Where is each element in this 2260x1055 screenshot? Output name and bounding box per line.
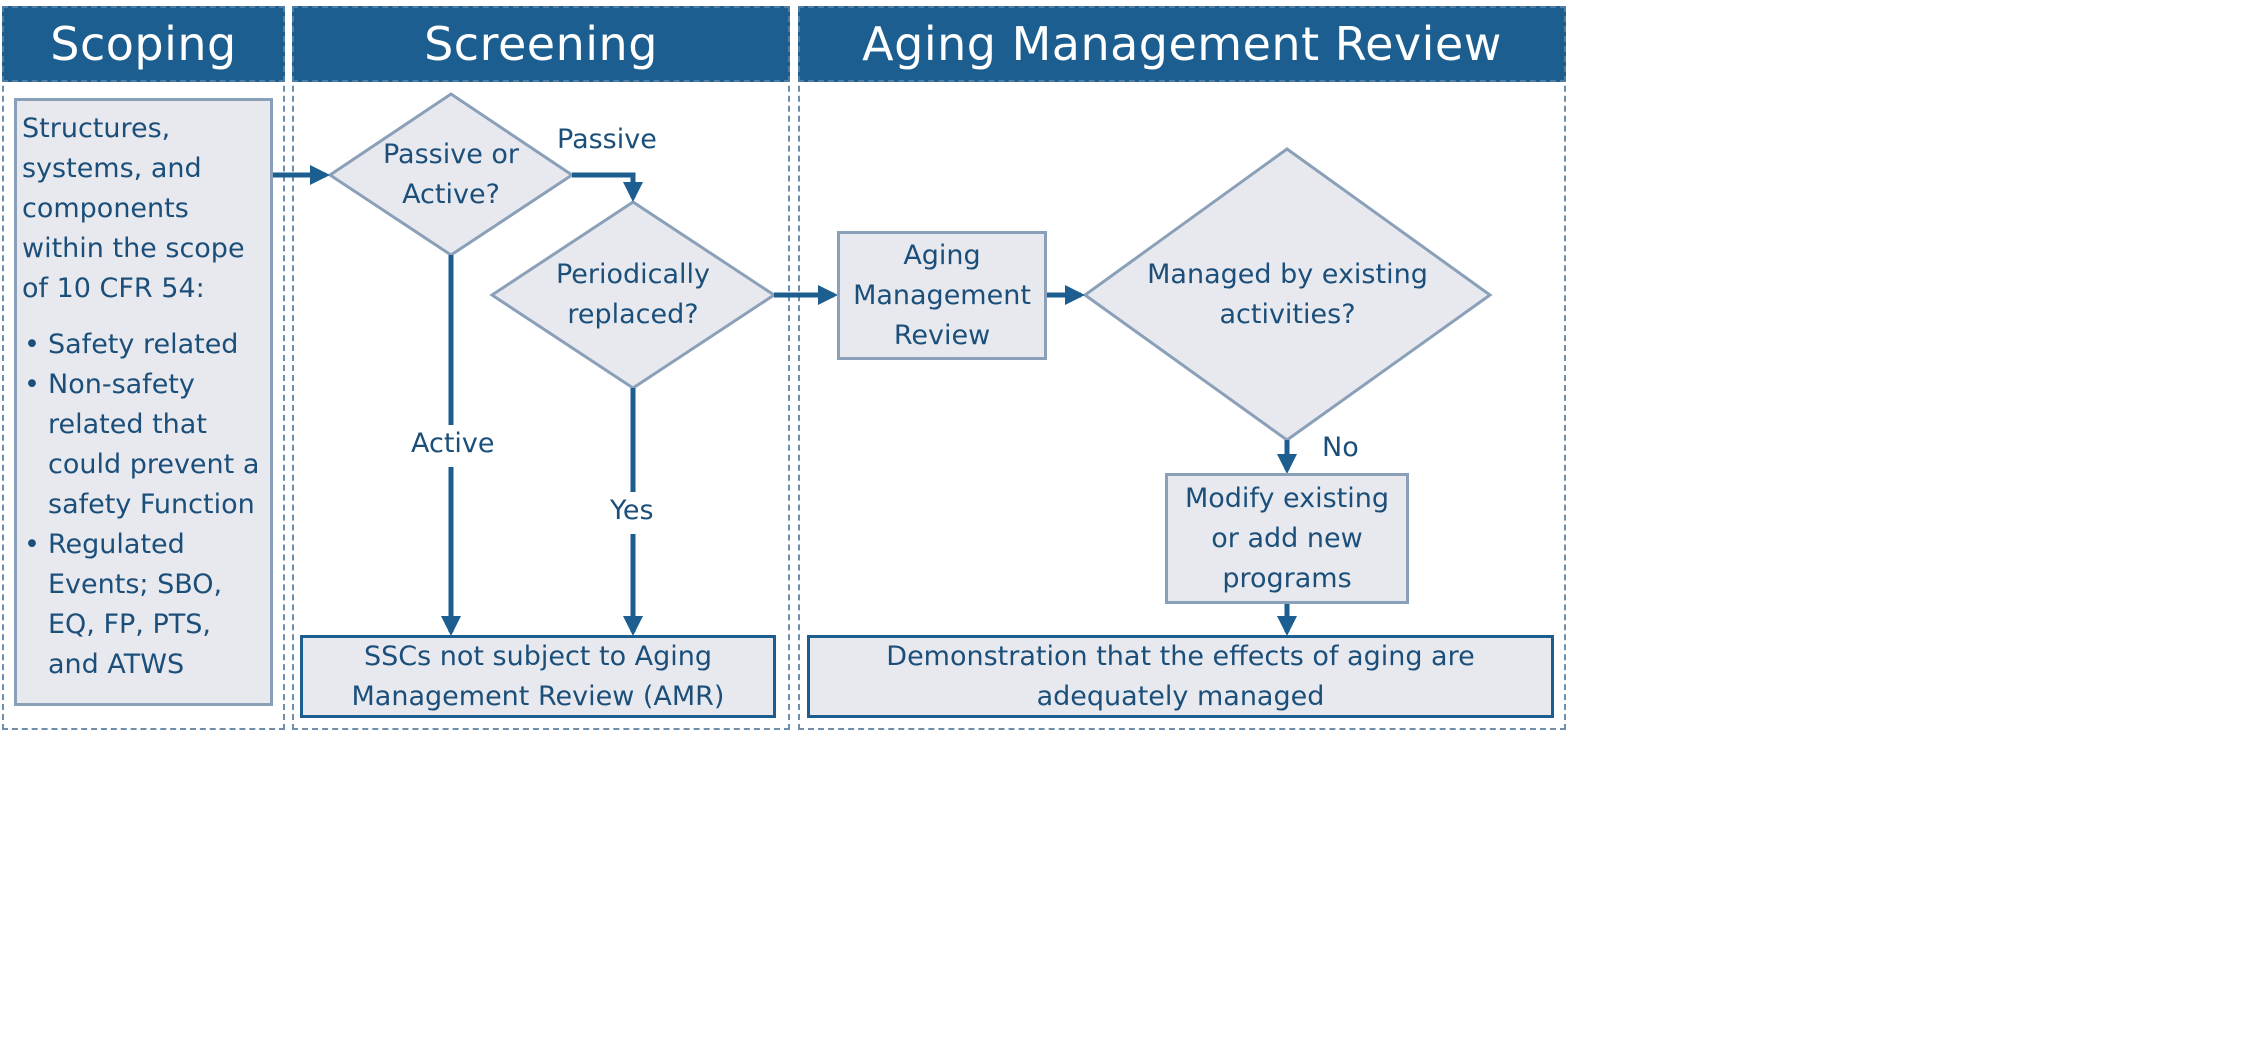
scope-bullet-item: Safety related: [22, 325, 266, 365]
no-label: No: [1322, 432, 1359, 463]
active-label: Active: [409, 428, 497, 459]
passive-active-question: Passive or Active?: [382, 139, 520, 210]
scope-intro-text: Structures, systems, and components with…: [22, 113, 245, 304]
arrow-passive-to-periodic: [572, 172, 643, 202]
periodically-replaced-question: Periodically replaced?: [555, 259, 711, 330]
scope-bullet-list: Safety related Non-safety related that c…: [22, 325, 266, 685]
yes-label: Yes: [608, 495, 656, 526]
scope-bullet-item: Non-safety related that could prevent a …: [22, 365, 266, 525]
scope-bullet-item: Regulated Events; SBO, EQ, FP, PTS, and …: [22, 525, 266, 685]
demonstration-box: Demonstration that the effects of aging …: [807, 635, 1554, 718]
managed-existing-question: Managed by existing activities?: [1147, 259, 1428, 330]
screening-header: Screening: [292, 6, 790, 82]
passive-label: Passive: [557, 124, 657, 155]
amr-header: Aging Management Review: [798, 6, 1566, 82]
not-subject-box: SSCs not subject to Aging Management Rev…: [300, 635, 776, 718]
flow-diagram: [273, 92, 1493, 636]
scoping-header: Scoping: [2, 6, 285, 82]
scope-criteria-box: Structures, systems, and components with…: [14, 98, 273, 706]
modify-programs-box: Modify existing or add new programs: [1165, 473, 1409, 604]
aging-management-review-box: Aging Management Review: [837, 231, 1047, 360]
